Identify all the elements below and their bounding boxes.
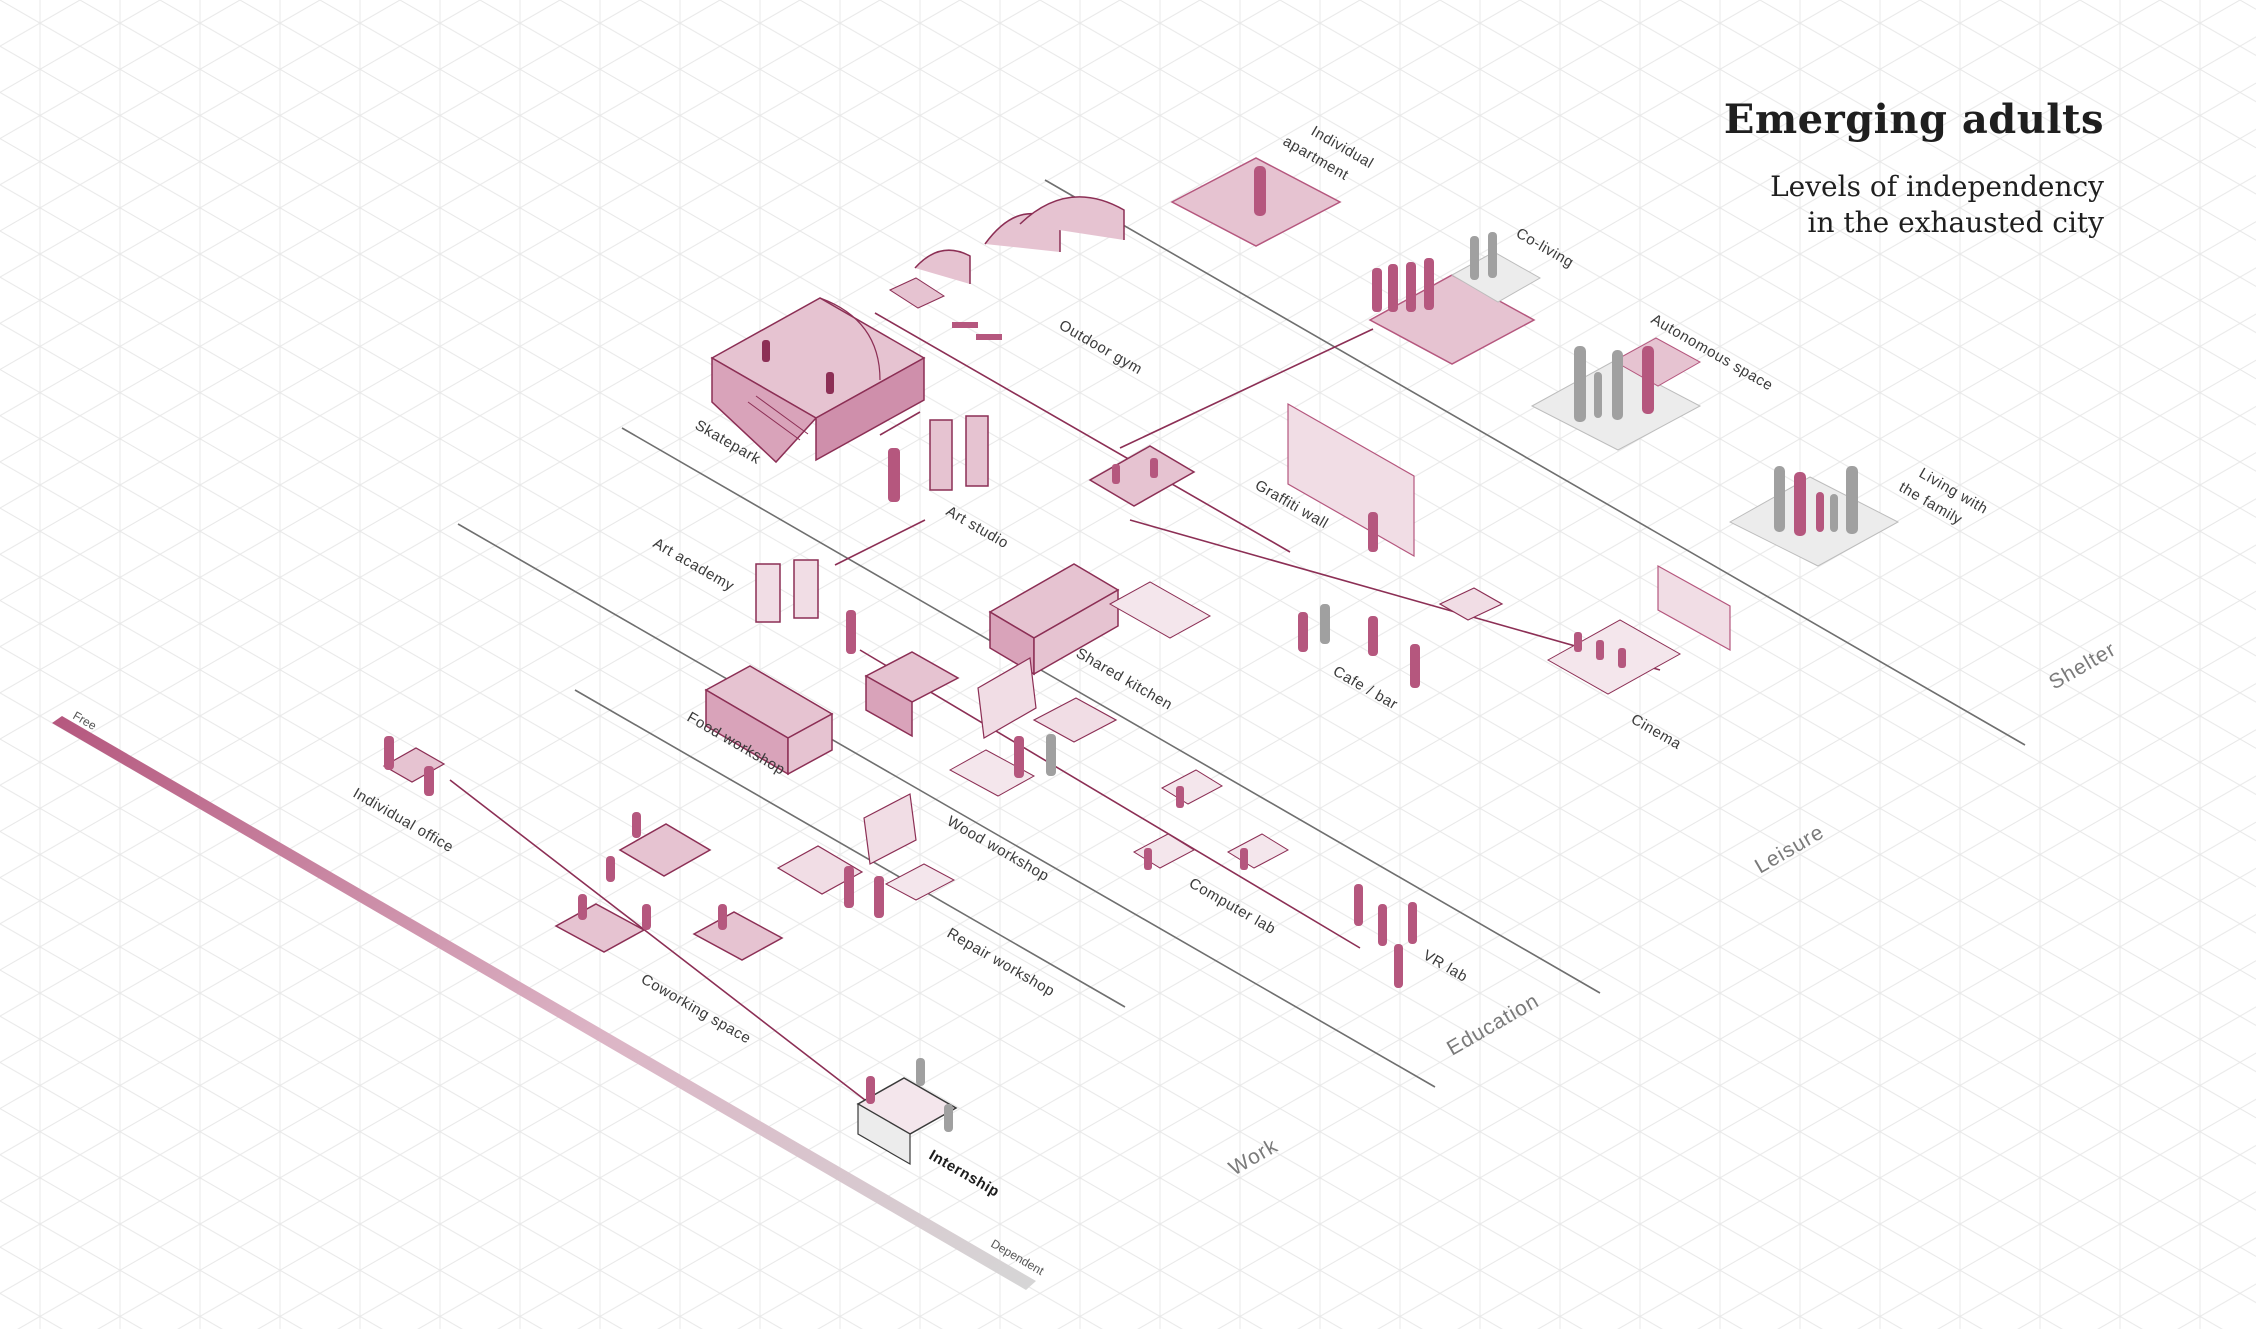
person-figure [1176, 786, 1184, 808]
person-figure [1594, 372, 1602, 418]
person-figure [846, 610, 856, 654]
person-figure [874, 876, 884, 918]
person-figure [866, 1076, 875, 1104]
person-figure [1574, 632, 1582, 652]
person-figure [916, 1058, 925, 1086]
person-figure [1378, 904, 1387, 946]
person-figure [1574, 346, 1586, 422]
person-figure [1830, 494, 1838, 532]
person-figure [1618, 648, 1626, 668]
person-figure [718, 904, 727, 930]
person-figure [1368, 616, 1378, 656]
person-figure [1408, 902, 1417, 944]
person-figure [1846, 466, 1858, 534]
person-figure [888, 448, 900, 502]
page-title: Emerging adults [1724, 96, 2104, 143]
person-figure [1794, 472, 1806, 536]
person-figure [1488, 232, 1497, 278]
title-block: Emerging adults Levels of independency i… [1724, 96, 2104, 241]
person-figure [424, 766, 434, 796]
person-figure [1240, 848, 1248, 870]
subtitle-line-1: Levels of independency [1724, 169, 2104, 205]
person-figure [606, 856, 615, 882]
person-figure [762, 340, 770, 362]
person-figure [1150, 458, 1158, 478]
person-figure [1354, 884, 1363, 926]
person-figure [1816, 492, 1824, 532]
subtitle-line-2: in the exhausted city [1724, 205, 2104, 241]
person-figure [1046, 734, 1056, 776]
person-figure [1144, 848, 1152, 870]
person-figure [1470, 236, 1479, 280]
person-figure [1014, 736, 1024, 778]
person-figure [1388, 264, 1398, 312]
person-figure [384, 736, 394, 770]
person-figure [1612, 350, 1623, 420]
person-figure [1320, 604, 1330, 644]
person-figure [642, 904, 651, 930]
person-figure [1410, 644, 1420, 688]
person-figure [632, 812, 641, 838]
person-figure [1254, 166, 1266, 216]
person-figure [1406, 262, 1416, 312]
person-figure [1642, 346, 1654, 414]
person-figure [1596, 640, 1604, 660]
person-figure [1372, 268, 1382, 312]
person-figure [844, 866, 854, 908]
person-figure [944, 1104, 953, 1132]
person-figure [1112, 464, 1120, 484]
person-figure [826, 372, 834, 394]
person-figure [1368, 512, 1378, 552]
page-subtitle: Levels of independency in the exhausted … [1724, 169, 2104, 241]
person-figure [578, 894, 587, 920]
person-figure [1424, 258, 1434, 310]
person-figure [1394, 944, 1403, 988]
person-figure [1298, 612, 1308, 652]
person-figure [1774, 466, 1785, 532]
